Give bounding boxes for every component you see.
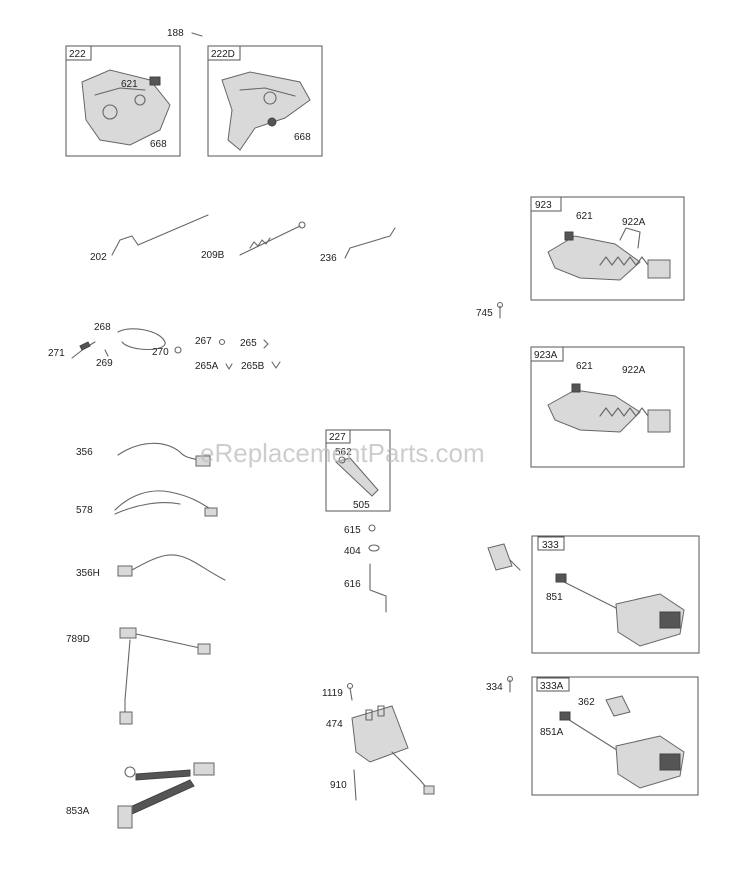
label-356H: 356H (76, 568, 100, 579)
label-188: 188 (167, 28, 184, 39)
assembly-box-222[interactable]: 222 621 668 (65, 45, 181, 157)
label-265: 265 (240, 338, 257, 349)
label-745: 745 (476, 308, 493, 319)
label-271: 271 (48, 348, 65, 359)
washer-part-267[interactable] (218, 338, 226, 346)
callout-851: 851 (546, 592, 563, 603)
clip-part-265A[interactable] (225, 363, 233, 370)
callout-668: 668 (294, 132, 311, 143)
label-269: 269 (96, 358, 113, 369)
callout-922A: 922A (622, 365, 646, 376)
callout-851A: 851A (540, 727, 564, 738)
label-474: 474 (326, 719, 343, 730)
label-334: 334 (486, 682, 503, 693)
link-part-202[interactable] (111, 214, 209, 256)
spark-plug-lead-part-853A[interactable] (117, 762, 215, 829)
spring-link-part-209B[interactable] (239, 221, 306, 256)
callout-562: 562 (335, 447, 352, 458)
label-356: 356 (76, 447, 93, 458)
pin-part-910[interactable] (353, 769, 357, 801)
link-part-236[interactable] (344, 227, 396, 259)
watermark: eReplacementParts.com (200, 438, 485, 468)
nut-part-615[interactable] (368, 524, 376, 532)
clip-part-265B[interactable] (271, 361, 281, 369)
spark-plug-boot-part[interactable] (487, 543, 521, 571)
cable-spring-part-268[interactable] (71, 328, 166, 359)
assembly-box-923A[interactable]: 923A 621 922A (530, 346, 685, 468)
assembly-box-222D[interactable]: 222D 668 (207, 45, 323, 157)
label-268: 268 (94, 322, 111, 333)
callout-922A: 922A (622, 217, 646, 228)
wire-part-356H[interactable] (117, 554, 226, 581)
label-853A: 853A (66, 806, 90, 817)
label-616: 616 (344, 579, 361, 590)
label-265A: 265A (195, 361, 219, 372)
label-202: 202 (90, 252, 107, 263)
box-tag-227: 227 (329, 432, 346, 443)
wire-part-356[interactable] (117, 442, 211, 467)
box-tag-222: 222 (69, 49, 86, 60)
screw-part-1119[interactable] (349, 687, 353, 701)
assembly-box-333[interactable]: 333 851 (531, 535, 700, 654)
label-236: 236 (320, 253, 337, 264)
box-tag-923: 923 (535, 200, 552, 211)
box-tag-923A: 923A (534, 350, 558, 361)
callout-362: 362 (578, 697, 595, 708)
label-789D: 789D (66, 634, 90, 645)
switch-assembly-part-474[interactable] (351, 705, 435, 795)
screw-part-188[interactable] (191, 32, 203, 37)
washer-part-404[interactable] (368, 544, 380, 552)
callout-621: 621 (576, 211, 593, 222)
label-578: 578 (76, 505, 93, 516)
nut-part-270[interactable] (174, 346, 182, 354)
governor-assembly-part[interactable] (547, 383, 671, 433)
callout-621: 621 (121, 79, 138, 90)
label-910: 910 (330, 780, 347, 791)
rod-part-616[interactable] (369, 563, 387, 613)
label-267: 267 (195, 336, 212, 347)
wire-harness-part-789D[interactable] (119, 627, 211, 725)
control-bracket-part[interactable] (81, 69, 171, 146)
callout-505: 505 (353, 500, 370, 511)
governor-assembly-part[interactable] (547, 227, 671, 281)
wire-part-578[interactable] (114, 490, 218, 517)
label-404: 404 (344, 546, 361, 557)
ignition-armature-part[interactable] (559, 695, 685, 789)
assembly-box-227[interactable]: 227 562 505 (325, 429, 391, 512)
label-270: 270 (152, 347, 169, 358)
clip-part-265[interactable] (263, 339, 269, 349)
ignition-armature-part[interactable] (555, 573, 685, 647)
label-265B: 265B (241, 361, 265, 372)
assembly-box-923[interactable]: 923 621 922A (530, 196, 685, 301)
box-tag-333: 333 (542, 540, 559, 551)
label-615: 615 (344, 525, 361, 536)
label-1119: 1119 (322, 688, 343, 699)
control-bracket-part[interactable] (221, 71, 311, 151)
callout-621: 621 (576, 361, 593, 372)
label-209B: 209B (201, 250, 225, 261)
box-tag-222D: 222D (211, 49, 235, 60)
assembly-box-333A[interactable]: 333A 362 851A (531, 676, 699, 796)
callout-668: 668 (150, 139, 167, 150)
box-tag-333A: 333A (540, 681, 564, 692)
brake-assembly-part[interactable] (335, 456, 379, 497)
